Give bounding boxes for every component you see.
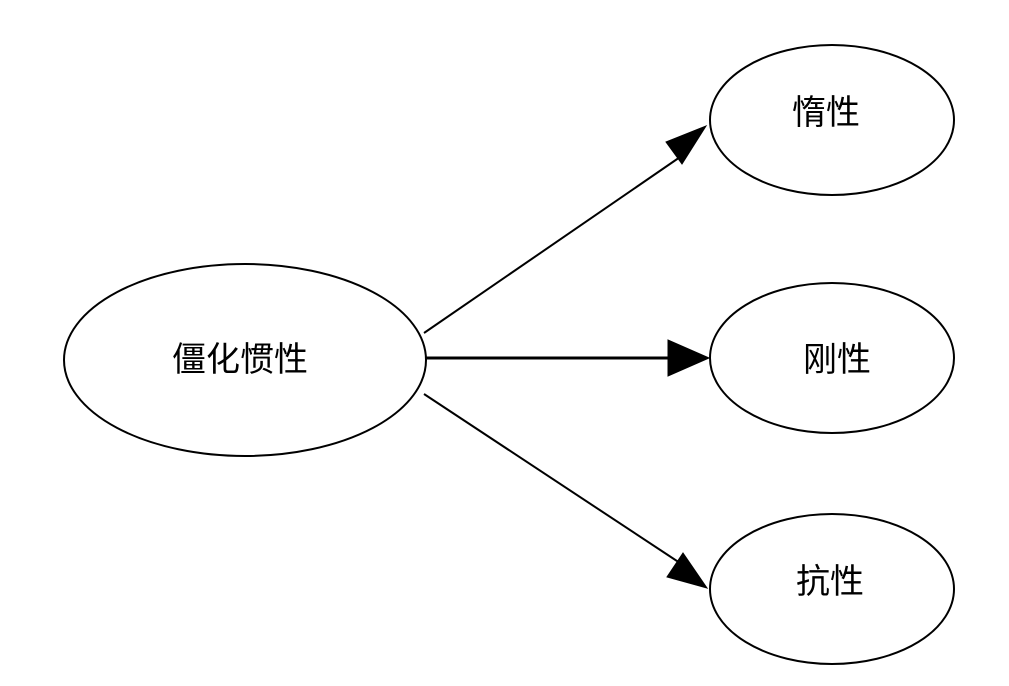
node-top: 惰性 <box>709 44 955 196</box>
edge-root-to-top <box>423 124 708 334</box>
arrowhead-middle-icon <box>667 339 711 377</box>
node-middle-ellipse <box>709 282 955 434</box>
edge-line-bottom <box>423 393 684 566</box>
edges <box>423 124 711 589</box>
node-bottom-ellipse <box>709 513 955 665</box>
node-root: 僵化惯性 <box>63 263 427 457</box>
node-root-ellipse <box>63 263 427 457</box>
node-bottom: 抗性 <box>709 513 955 665</box>
node-middle: 刚性 <box>709 282 955 434</box>
edge-root-to-bottom <box>423 393 709 589</box>
node-middle-label: 刚性 <box>803 340 871 380</box>
arrowhead-bottom-icon <box>666 552 709 589</box>
edge-line-top <box>423 154 684 334</box>
node-top-ellipse <box>709 44 955 196</box>
node-bottom-label: 抗性 <box>796 562 864 602</box>
node-top-label: 惰性 <box>792 93 860 133</box>
node-root-label: 僵化惯性 <box>172 340 308 380</box>
edge-root-to-middle <box>426 339 711 377</box>
arrowhead-top-icon <box>665 124 708 165</box>
